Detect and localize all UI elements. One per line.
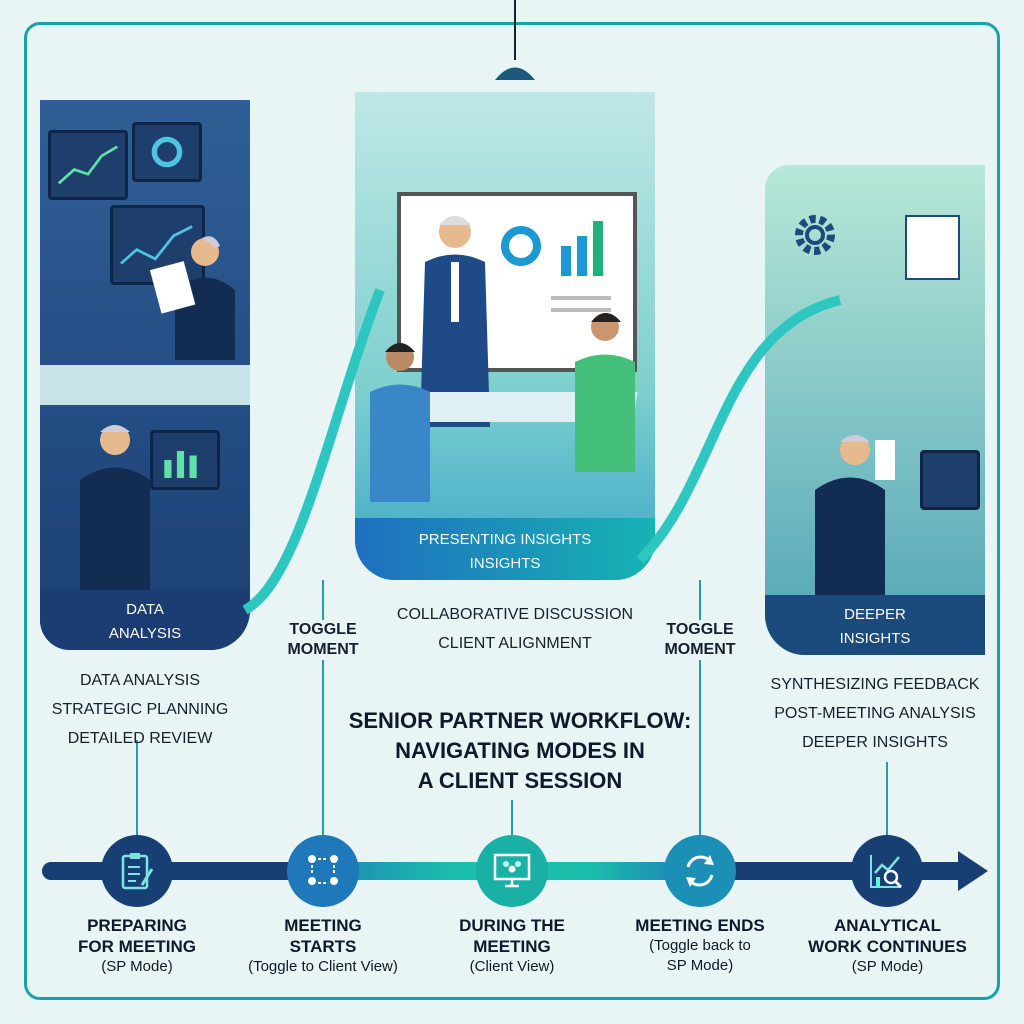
- monitor-donut: [132, 122, 202, 182]
- stage-mode: (Toggle back to: [649, 937, 751, 954]
- monitor-code: [920, 450, 980, 510]
- stage-title: MEETING ENDS: [635, 916, 765, 935]
- title-line: A CLIENT SESSION: [417, 768, 623, 793]
- stage-mode: (SP Mode): [101, 958, 173, 975]
- people-connect-icon: [287, 835, 359, 907]
- analyst-seated-illustration: [80, 425, 150, 590]
- toggle-line: TOGGLE: [666, 621, 734, 638]
- analyst-person-illustration: [150, 236, 235, 360]
- deeper-insights-panel: DEEPER INSIGHTS: [765, 165, 985, 655]
- list-item: POST-MEETING ANALYSIS: [774, 705, 976, 722]
- label-line: DEEPER: [844, 606, 906, 623]
- desk: [40, 365, 250, 405]
- timeline-stage-analytical-work: ANALYTICAL WORK CONTINUES (SP Mode): [800, 915, 975, 977]
- stage-mode: (Client View): [469, 958, 555, 975]
- toggle-line: MOMENT: [287, 641, 359, 658]
- timeline-stage-preparing: PREPARING FOR MEETING (SP Mode): [52, 915, 222, 977]
- stage-mode: SP Mode): [666, 957, 734, 974]
- list-item: DETAILED REVIEW: [67, 730, 213, 747]
- analyst-seated-illustration: [815, 435, 895, 600]
- timeline-stage-during-meeting: DURING THE MEETING (Client View): [427, 915, 597, 977]
- analytics-search-icon: [851, 835, 923, 907]
- video-meeting-icon: [476, 835, 548, 907]
- toggle-moment-label: TOGGLE MOMENT: [283, 620, 363, 660]
- outer-frame: [24, 22, 1000, 1000]
- stage-mode: (SP Mode): [851, 958, 924, 975]
- label-line: DATA: [126, 601, 164, 618]
- list-item: COLLABORATIVE DISCUSSION: [396, 606, 634, 623]
- monitor-chart: [48, 130, 128, 200]
- data-analysis-panel: DATA ANALYSIS: [40, 100, 250, 650]
- toggle-moment-label: TOGGLE MOMENT: [660, 620, 740, 660]
- monitor-bars: [150, 430, 220, 490]
- stage-title: DURING THE: [459, 916, 565, 935]
- presenter-illustration: [420, 216, 490, 427]
- center-activity-list: COLLABORATIVE DISCUSSION CLIENT ALIGNMEN…: [380, 600, 650, 658]
- timeline-arrowhead-icon: [958, 851, 988, 891]
- list-item: DEEPER INSIGHTS: [802, 734, 948, 751]
- panel-label: DEEPER INSIGHTS: [765, 595, 985, 655]
- connector-line: [136, 740, 138, 835]
- timeline-bar: [700, 862, 970, 880]
- title-line: NAVIGATING MODES IN: [395, 738, 645, 763]
- stage-title: MEETING: [473, 937, 551, 956]
- stage-title: FOR MEETING: [77, 937, 197, 956]
- document-icon: [905, 215, 960, 280]
- monitor-line: [110, 205, 205, 285]
- label-line: INSIGHTS: [469, 555, 541, 572]
- connector-line: [511, 800, 513, 835]
- label-line: PRESENTING INSIGHTS: [418, 531, 592, 548]
- title-line: SENIOR PARTNER WORKFLOW:: [348, 708, 692, 733]
- presenting-insights-panel: PRESENTING INSIGHTS INSIGHTS: [355, 92, 655, 580]
- stage-title: WORK CONTINUES: [808, 937, 967, 956]
- client-person-illustration: [370, 343, 430, 502]
- label-line: ANALYSIS: [108, 625, 182, 642]
- list-item: CLIENT ALIGNMENT: [438, 635, 592, 652]
- stage-title: STARTS: [289, 937, 357, 956]
- toggle-line: MOMENT: [664, 641, 736, 658]
- label-line: INSIGHTS: [839, 630, 911, 647]
- stage-title: PREPARING: [87, 916, 187, 935]
- panel-label: PRESENTING INSIGHTS INSIGHTS: [355, 518, 655, 580]
- stage-title: ANALYTICAL: [833, 916, 942, 935]
- timeline-stage-meeting-ends: MEETING ENDS (Toggle back to SP Mode): [615, 915, 785, 976]
- gear-icon: [795, 215, 835, 255]
- stage-mode: (Toggle to Client View): [248, 958, 398, 975]
- list-item: STRATEGIC PLANNING: [51, 701, 229, 718]
- clipboard-icon: [101, 835, 173, 907]
- stage-title: MEETING: [284, 916, 362, 935]
- panel-label: DATA ANALYSIS: [40, 590, 250, 650]
- refresh-icon: [664, 835, 736, 907]
- connector-line: [322, 580, 324, 835]
- timeline-stage-meeting-starts: MEETING STARTS (Toggle to Client View): [238, 915, 408, 977]
- connector-line: [699, 580, 701, 835]
- list-item: SYNTHESIZING FEEDBACK: [770, 676, 980, 693]
- connector-line: [886, 762, 888, 835]
- client-person-illustration: [575, 313, 635, 472]
- left-activity-list: DATA ANALYSIS STRATEGIC PLANNING DETAILE…: [40, 666, 240, 753]
- list-item: DATA ANALYSIS: [79, 672, 201, 689]
- toggle-line: TOGGLE: [289, 621, 357, 638]
- page-title: SENIOR PARTNER WORKFLOW: NAVIGATING MODE…: [300, 706, 740, 796]
- right-activity-list: SYNTHESIZING FEEDBACK POST-MEETING ANALY…: [760, 670, 990, 757]
